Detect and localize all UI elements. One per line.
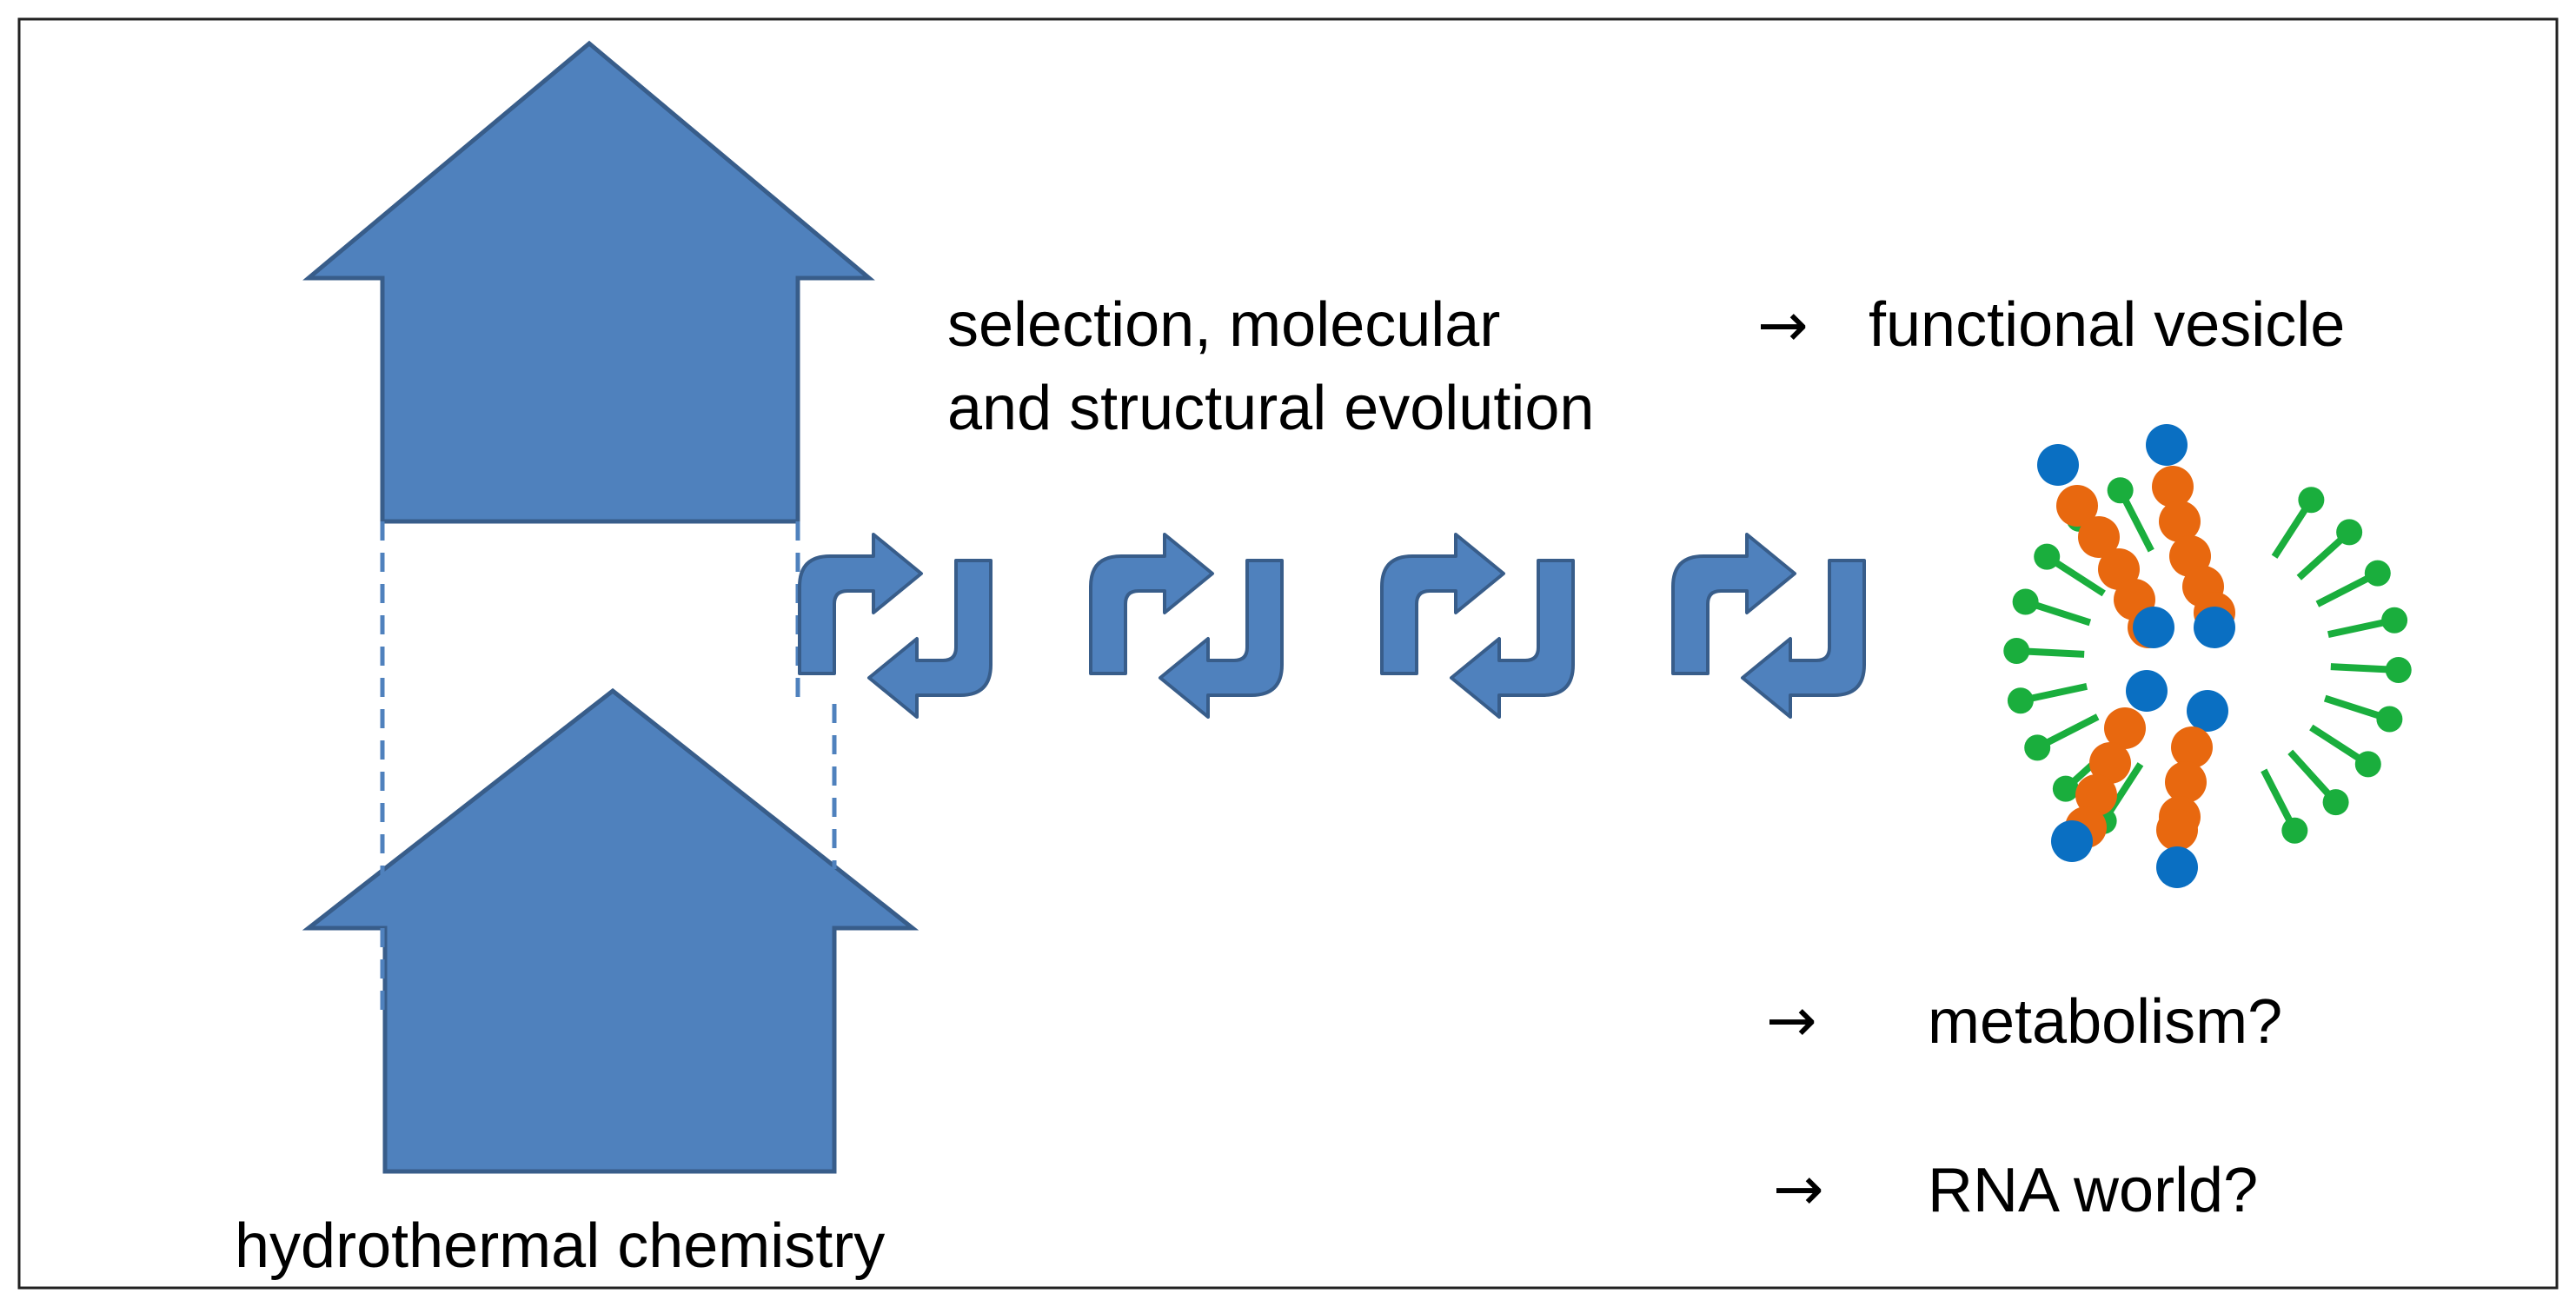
- rna-dot: [2159, 501, 2201, 542]
- rna-dot: [2152, 466, 2194, 508]
- lipid-head: [2381, 607, 2408, 634]
- rna-dot: [2165, 761, 2207, 803]
- rna-dot: [2171, 726, 2213, 768]
- base-dot: [2156, 846, 2198, 888]
- rna-dot: [2104, 707, 2146, 749]
- lipid-head: [2003, 638, 2030, 665]
- rna-dot: [2089, 742, 2131, 784]
- right-arrow-icon: →: [1757, 289, 1809, 361]
- lipid-head: [2385, 656, 2412, 683]
- upper-block-arrow: [302, 40, 875, 524]
- base-dot: [2051, 820, 2093, 862]
- rna-dot: [2056, 485, 2098, 527]
- metabolism-label: metabolism?: [1928, 987, 2283, 1057]
- lipid-head: [2034, 543, 2061, 570]
- lipid-head: [2376, 706, 2403, 733]
- lower-block-arrow: [302, 687, 920, 1174]
- functional-vesicle-label: functional vesicle: [1869, 290, 2346, 360]
- selection-label: selection, molecular and structural evol…: [947, 283, 1594, 450]
- selection-label-line-2: and structural evolution: [947, 374, 1595, 443]
- right-arrow-icon: →: [1766, 985, 1817, 1056]
- lipid-head: [2107, 477, 2134, 504]
- lipid-head: [2024, 734, 2051, 761]
- lipid-head: [2012, 588, 2039, 615]
- lipid-head: [2354, 751, 2381, 778]
- selection-label-line-1: selection, molecular: [947, 290, 1501, 360]
- rna-dot: [2078, 516, 2120, 558]
- hydrothermal-chemistry-label: hydrothermal chemistry: [235, 1211, 886, 1281]
- base-dot: [2146, 424, 2188, 466]
- right-arrow-icon: →: [1773, 1153, 1824, 1224]
- lipid-head: [2052, 775, 2079, 802]
- lipid-head: [2322, 789, 2349, 816]
- dashed-connectors: [380, 521, 837, 1017]
- cycle-arrows: [798, 533, 1866, 719]
- lipid-head: [2281, 817, 2308, 844]
- cycle-arrow-4: [1671, 533, 1866, 719]
- rna-world-label: RNA world?: [1928, 1156, 2259, 1225]
- base-dot: [2194, 607, 2235, 648]
- lipid-head: [2007, 687, 2034, 714]
- base-dot: [2037, 444, 2079, 486]
- base-dot: [2133, 607, 2174, 648]
- lipid-head: [2336, 519, 2363, 546]
- base-dot: [2187, 690, 2228, 732]
- lipid-head: [2298, 487, 2325, 514]
- lipid-head: [2364, 560, 2391, 587]
- rna-dot: [2075, 774, 2117, 816]
- cycle-arrow-2: [1089, 533, 1284, 719]
- cycle-arrow-3: [1380, 533, 1575, 719]
- rna-dot: [2156, 809, 2198, 851]
- base-dot: [2126, 670, 2168, 712]
- figure-border: [17, 17, 2559, 1290]
- vesicle-icon: [2003, 424, 2412, 888]
- cycle-arrow-1: [798, 533, 993, 719]
